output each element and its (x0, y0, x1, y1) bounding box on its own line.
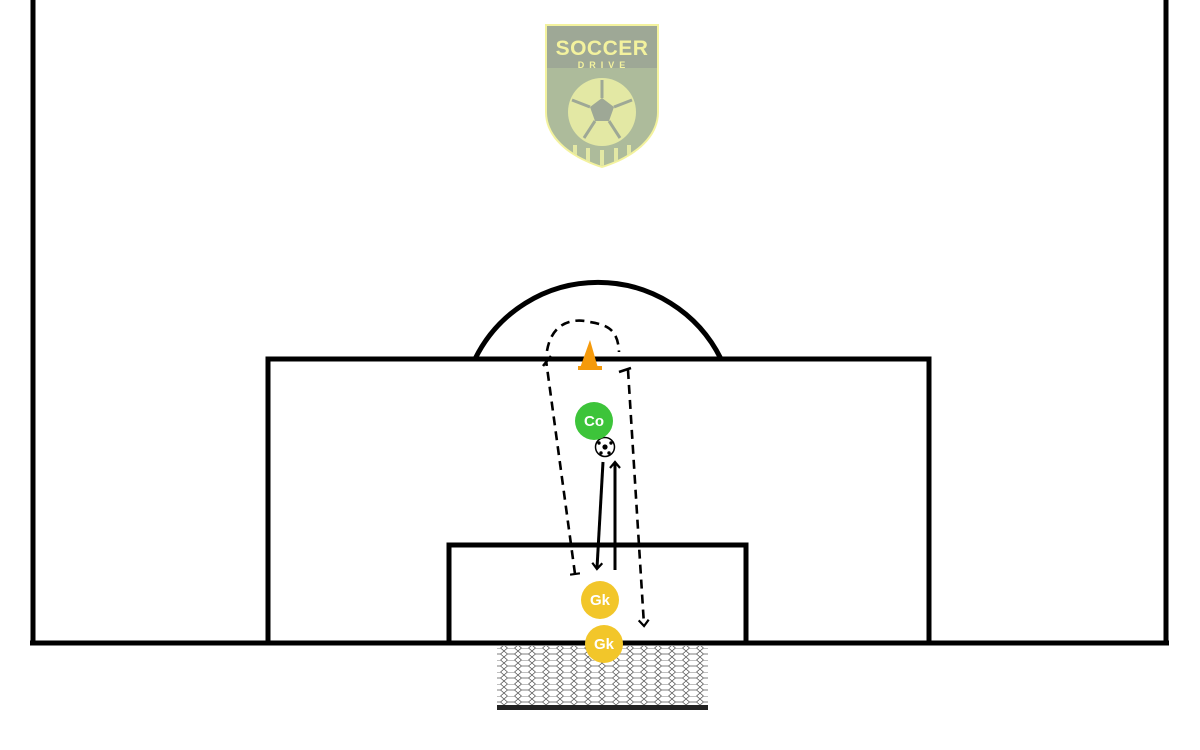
dashed-tick-left (541, 355, 553, 367)
goalkeeper-1-label: Gk (590, 592, 611, 609)
cone-icon (580, 340, 598, 368)
coach-label: Co (584, 413, 604, 430)
goalkeeper-1-marker (581, 581, 619, 619)
logo-title: SOCCER (556, 37, 649, 60)
soccer-drive-logo: SOCCER DRIVE (545, 24, 659, 168)
dashed-run-right (626, 369, 650, 628)
goalkeeper-2-marker (585, 625, 623, 663)
goalkeeper-player-2: Gk (585, 625, 623, 663)
soccer-ball-icon (594, 436, 616, 458)
run-paths (541, 319, 650, 628)
goalkeeper-2-label: Gk (594, 636, 615, 653)
coach-marker (575, 402, 613, 440)
coach-player: Co (575, 402, 613, 440)
dashed-tick-right (618, 366, 632, 374)
pass-arrows (591, 460, 621, 571)
logo-subtitle: DRIVE (578, 60, 631, 70)
goal-back-bar (497, 705, 708, 710)
goalkeeper-player-1: Gk (581, 581, 619, 619)
cone (578, 340, 602, 370)
pass-to-goalkeeper-arrow (591, 461, 605, 571)
penalty-arc (472, 279, 724, 361)
